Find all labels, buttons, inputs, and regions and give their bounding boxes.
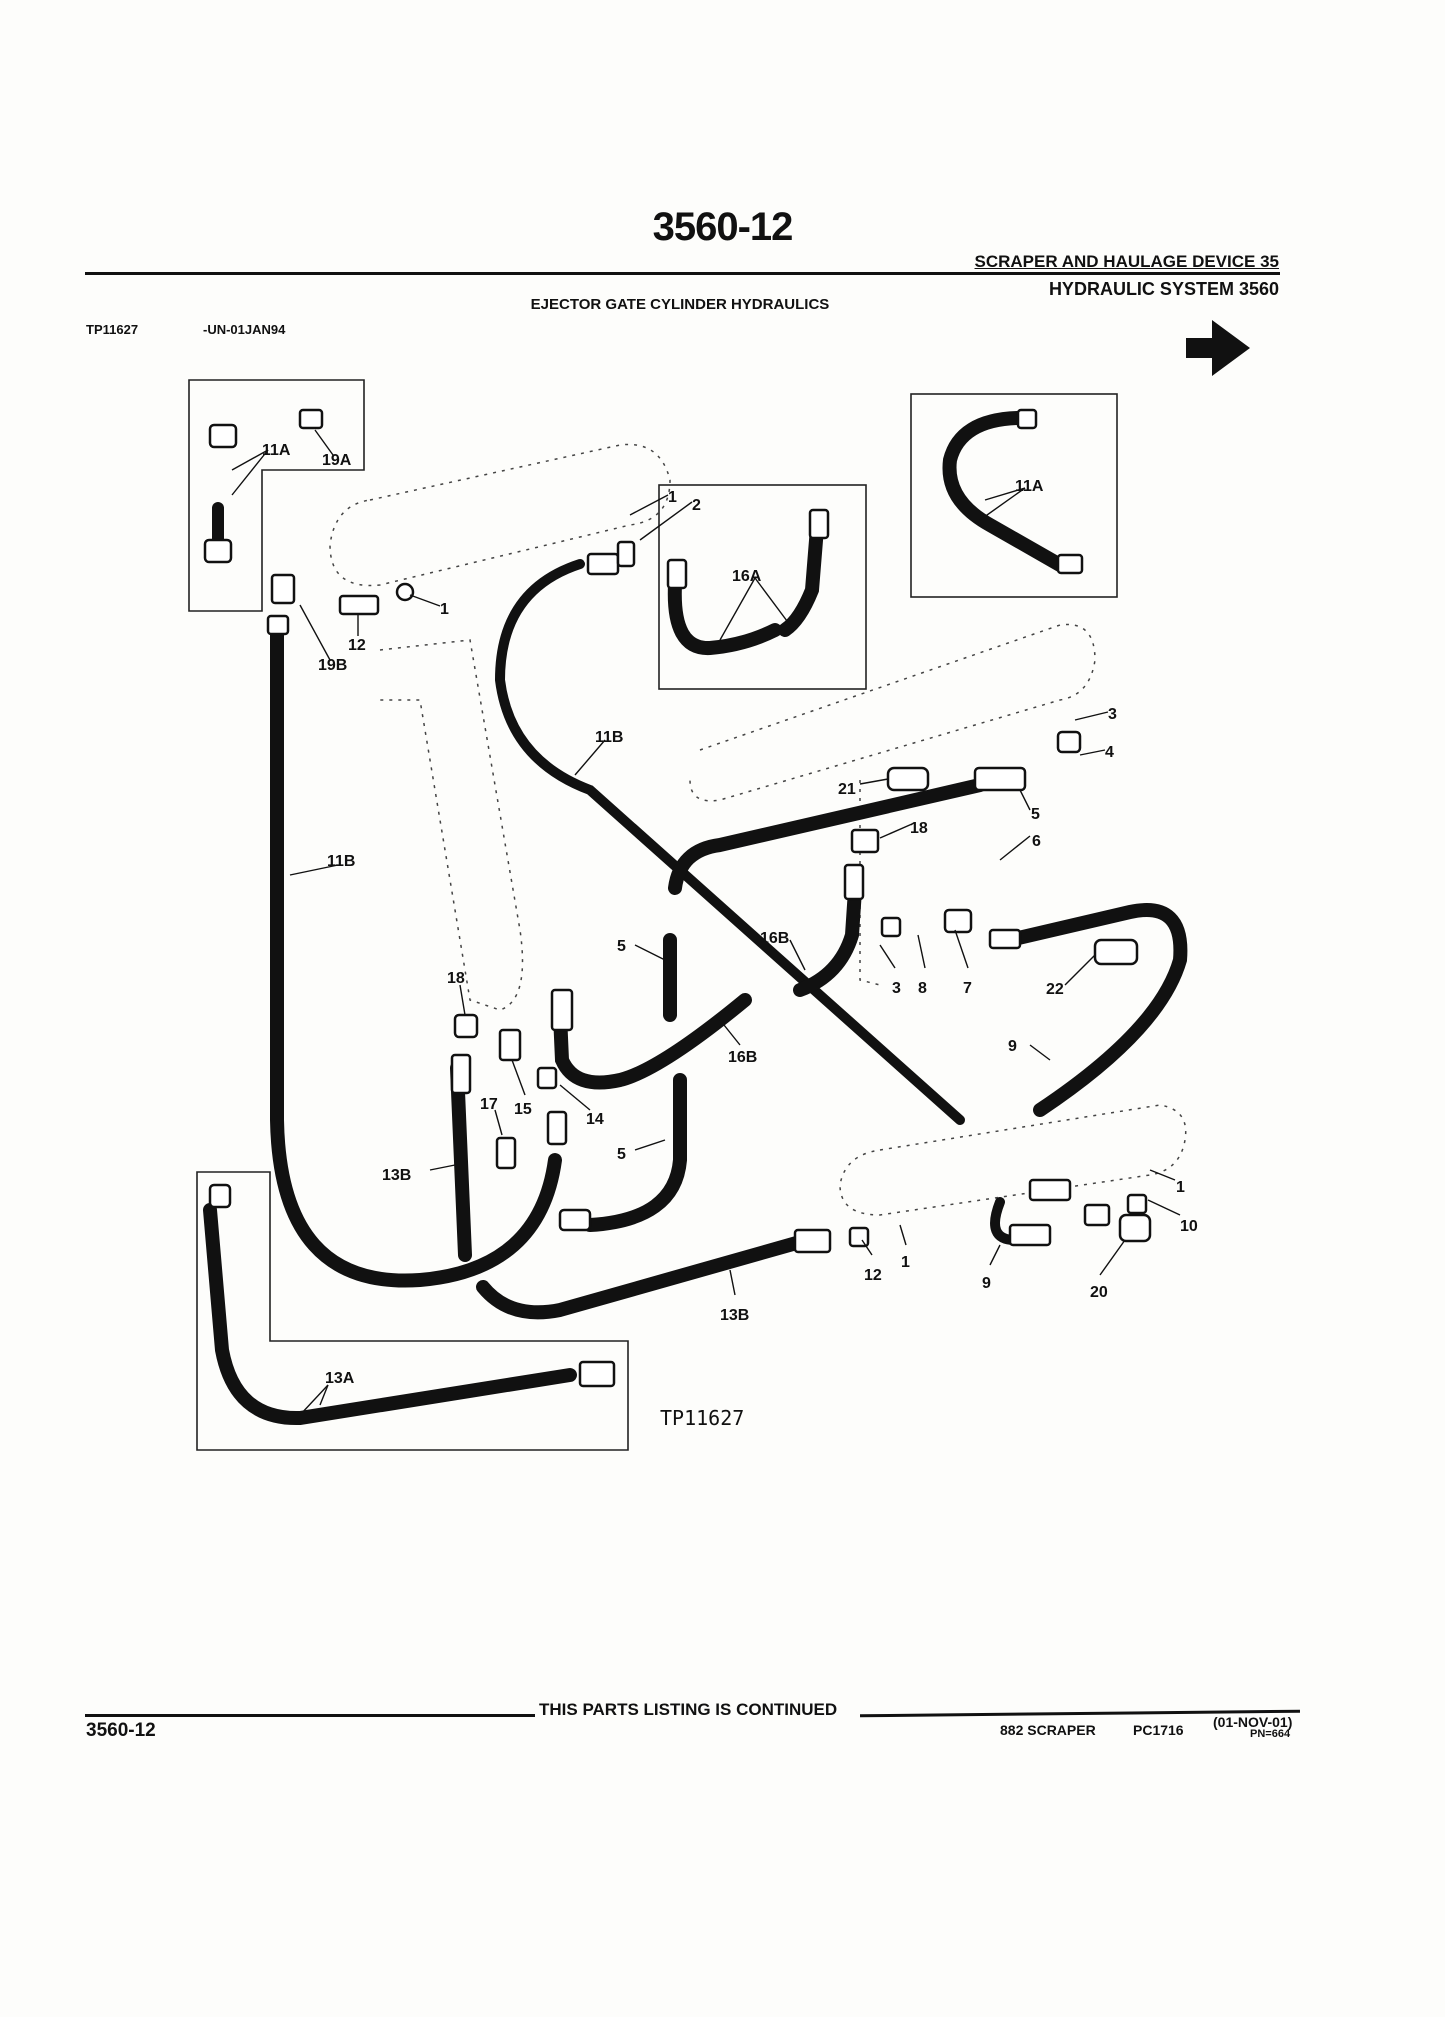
figure-caption: EJECTOR GATE CYLINDER HYDRAULICS: [530, 296, 830, 313]
figure-label: TP11627: [660, 1406, 744, 1430]
figure-id: TP11627: [86, 322, 139, 337]
callout: 22: [1046, 981, 1064, 998]
callout: 16B: [728, 1049, 757, 1066]
callout: 9: [982, 1275, 991, 1292]
callout: 3: [892, 980, 901, 997]
callout: 11B: [327, 853, 355, 870]
callout: 3: [1108, 706, 1117, 723]
callout: 7: [963, 980, 972, 997]
hose-16a-b: [778, 521, 824, 637]
callout: 6: [1032, 833, 1041, 850]
callout: 5: [1031, 806, 1040, 823]
callout: 5: [617, 1146, 626, 1163]
callout: 13B: [720, 1307, 749, 1324]
callout: 13B: [382, 1167, 411, 1184]
callout: 1: [440, 601, 449, 618]
callout-labels: 11A 19A 19B 12 1 1 2 16A 11A 3 4 11B 21 …: [262, 442, 1198, 1430]
footer-model: 882 SCRAPER: [1000, 1722, 1096, 1738]
callout: 19B: [318, 657, 347, 674]
callout: 17: [480, 1096, 498, 1113]
callout: 16B: [760, 930, 789, 947]
hose-11b-middle: [494, 559, 965, 1125]
callout: 12: [864, 1267, 882, 1284]
footer-date: (01-NOV-01): [1213, 1714, 1293, 1730]
callout: 11A: [1015, 478, 1044, 495]
callout: 19A: [322, 452, 352, 469]
callout: 10: [1180, 1218, 1198, 1235]
callout: 8: [918, 980, 927, 997]
callout: 11A: [262, 442, 291, 459]
callout: 18: [447, 970, 465, 987]
hose-21-5: [668, 778, 987, 895]
hose-5-lower: [583, 1073, 687, 1232]
subsection-title: HYDRAULIC SYSTEM 3560: [1048, 279, 1279, 299]
hose-16a-a: [667, 578, 782, 655]
footer-catalog: PC1716: [1133, 1722, 1184, 1738]
fittings: [203, 408, 1152, 1388]
callout: 11B: [595, 729, 623, 746]
callout: 15: [514, 1101, 532, 1118]
hose-13b-vertical: [450, 1061, 472, 1262]
callout: 21: [838, 781, 856, 798]
footer-rule-left: [85, 1714, 550, 1717]
hoses: [203, 411, 1188, 1426]
callout: 20: [1090, 1284, 1108, 1301]
continued-notice: THIS PARTS LISTING IS CONTINUED: [535, 1700, 842, 1720]
callout: 14: [586, 1111, 604, 1128]
hose-13a: [203, 1203, 577, 1426]
hose-16b-upper: [793, 868, 863, 997]
callout: 2: [692, 497, 701, 514]
header-rule: [85, 272, 1280, 275]
cylinder-outlines: [329, 443, 1187, 1216]
callout: 13A: [325, 1370, 355, 1387]
inset-boxes: [188, 379, 1118, 1451]
section-title: SCRAPER AND HAULAGE DEVICE 35: [974, 252, 1279, 271]
callout: 16A: [732, 568, 762, 585]
callout: 1: [901, 1254, 910, 1271]
leader-lines: [231, 429, 1181, 1416]
callout: 1: [1176, 1179, 1185, 1196]
callout: 18: [910, 820, 928, 837]
footer-pn: PN=664: [1250, 1728, 1291, 1740]
hose-16b-lower: [553, 993, 752, 1090]
callout: 12: [348, 637, 366, 654]
figure-date: -UN-01JAN94: [203, 322, 286, 337]
callout: 1: [668, 489, 677, 506]
hose-13b-bottom: [476, 1235, 807, 1320]
hose-11b-left: [270, 623, 562, 1288]
callout: 9: [1008, 1038, 1017, 1055]
page-title: 3560-12: [652, 205, 794, 249]
hose-22: [1003, 903, 1188, 1117]
callout: 5: [617, 938, 626, 955]
hose-11a-right: [942, 411, 1067, 572]
footer-page-id: 3560-12: [86, 1720, 156, 1741]
callout: 4: [1105, 744, 1114, 761]
next-page-arrow-icon[interactable]: [1186, 320, 1250, 376]
